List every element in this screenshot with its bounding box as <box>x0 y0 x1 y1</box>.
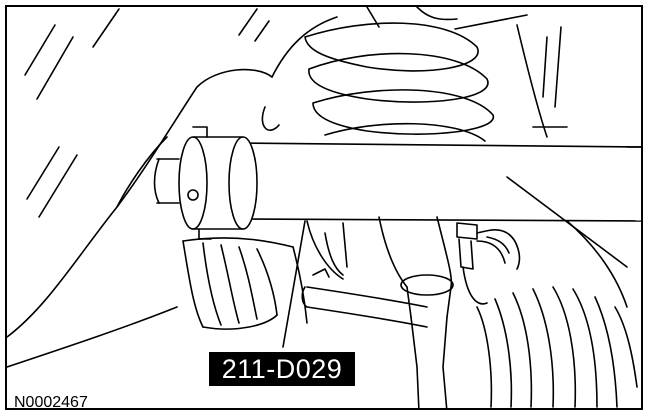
technical-illustration <box>7 7 641 408</box>
hatch-lines <box>24 8 270 218</box>
body-panel <box>7 16 338 368</box>
strut-body <box>378 216 454 408</box>
figure-id-label: N0002467 <box>14 394 88 410</box>
cv-boot-left <box>182 237 308 330</box>
cv-boot-right <box>476 286 638 408</box>
callout-leader-line <box>282 220 306 348</box>
illustration-frame: 211-D029 N0002467 <box>5 5 643 410</box>
background-detail <box>306 146 641 308</box>
coil-spring <box>304 7 568 142</box>
axle-shaft <box>236 142 641 222</box>
tie-rod <box>301 268 428 328</box>
tool-callout-label: 211-D029 <box>209 352 355 386</box>
tool-collar <box>153 126 258 240</box>
brake-lines <box>456 222 521 305</box>
